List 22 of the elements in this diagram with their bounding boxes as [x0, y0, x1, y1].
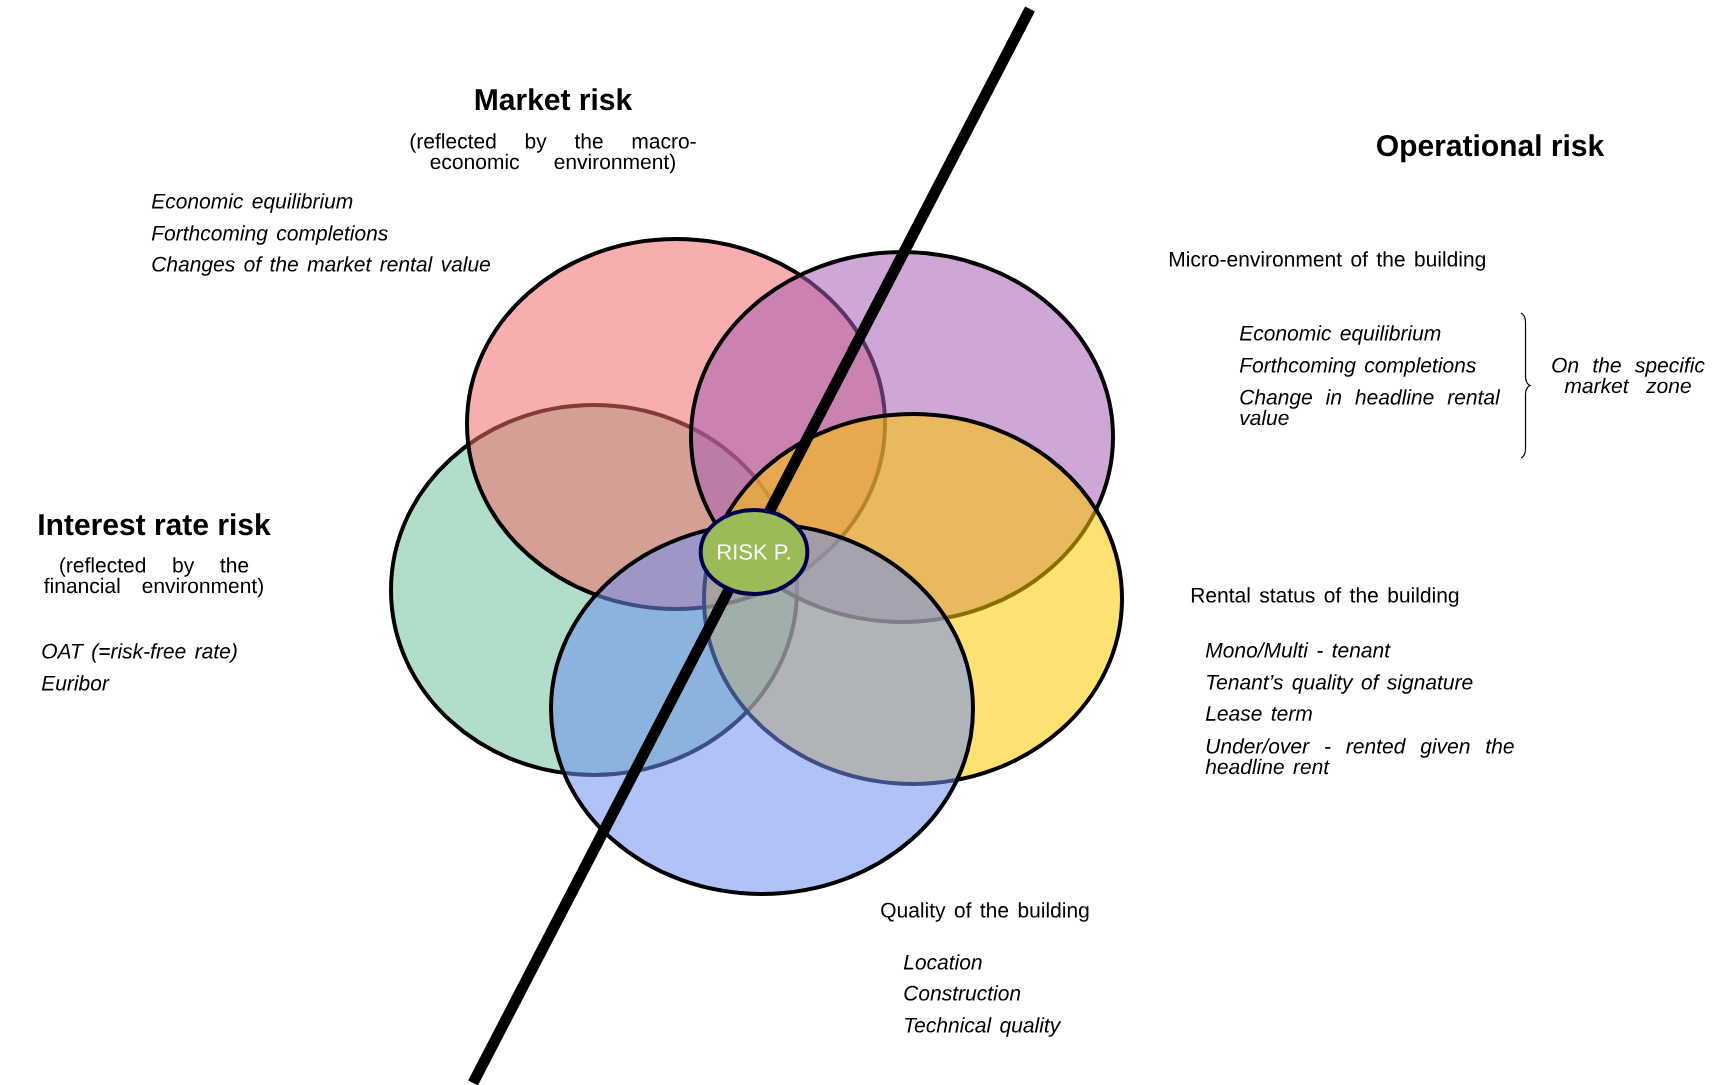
- heading: Operational risk: [1377, 134, 1605, 163]
- section-title: Rental status of the building: [1191, 587, 1459, 607]
- list-item: Location: [903, 954, 982, 970]
- list-item: Economic equilibrium: [1239, 325, 1441, 345]
- note-text: On the specific market zone: [1552, 357, 1705, 394]
- heading: Interest rate risk: [39, 513, 271, 536]
- list-item: OAT (=risk-free rate): [42, 643, 237, 663]
- heading: Market risk: [475, 88, 633, 111]
- list-item: Tenant’s quality of signature: [1207, 674, 1473, 694]
- subheading: (reflected by the macro-economic environment): [410, 133, 696, 174]
- list-item: Lease term: [1205, 706, 1312, 721]
- list-item: Mono/Multi - tenant: [1205, 642, 1391, 658]
- subheading: (reflected by the financial environment): [44, 557, 263, 598]
- list-item: Technical quality: [905, 1017, 1062, 1037]
- list-item: Euribor: [41, 675, 110, 691]
- list-item: Economic equilibrium: [151, 193, 353, 213]
- list-item: Change in headline rental value: [1240, 389, 1501, 426]
- list-item: Construction: [904, 985, 1021, 1001]
- list-item: Changes of the market rental value: [152, 256, 491, 276]
- risk-ellipse: [549, 522, 975, 896]
- list-item: Under/over - rented given the headline rent: [1205, 738, 1514, 775]
- list-item: Forthcoming completions: [1239, 357, 1476, 377]
